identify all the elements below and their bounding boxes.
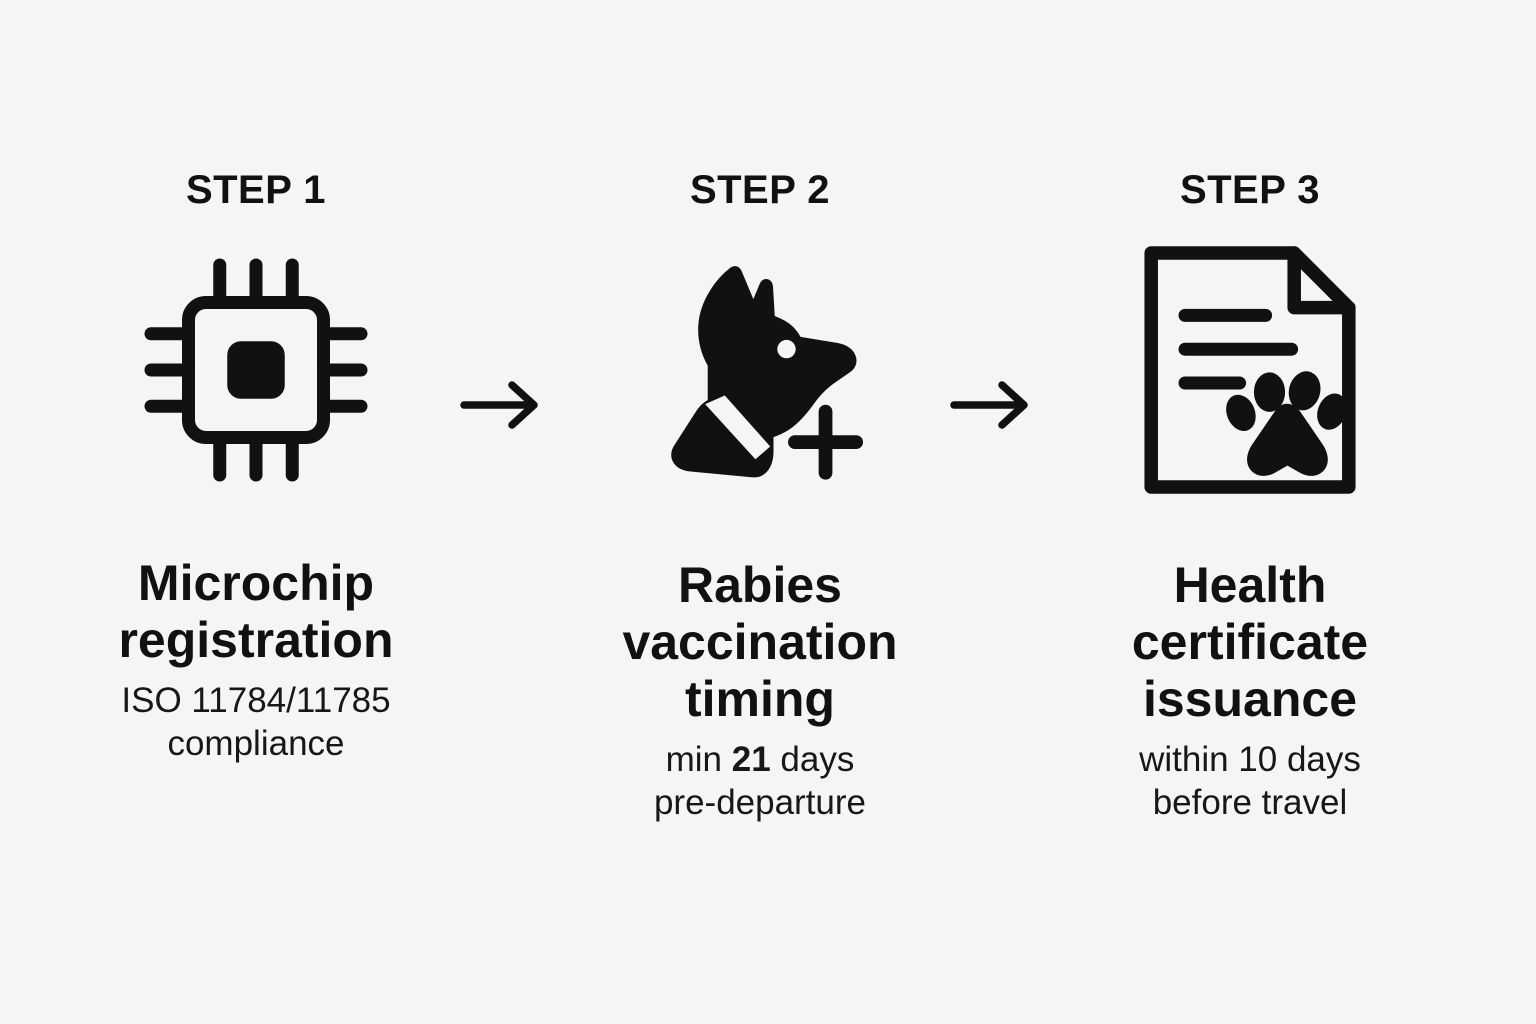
step-2-subtitle-prefix: min	[665, 740, 732, 779]
step-1-label: STEP 1	[185, 168, 327, 212]
step-2-subtitle-line-2: pre-departure	[653, 783, 867, 823]
step-2-title: Rabies vaccination timing	[622, 557, 897, 728]
step-2-subtitle-emphasis: 21	[731, 740, 771, 779]
step-3-title-line-2: certificate	[1131, 614, 1369, 670]
dog-head-vaccination-icon	[630, 232, 890, 507]
step-3-subtitle-line-1: within 10 days	[1139, 740, 1361, 779]
step-1-column: STEP 1	[36, 170, 476, 766]
step-1-title-line-1: Microchip	[137, 555, 375, 611]
step-3-title-line-1: Health	[1173, 557, 1327, 613]
step-2-title-line-2: vaccination	[622, 614, 898, 670]
step-2-subtitle: min 21 days pre-departure	[654, 738, 866, 825]
step-1-subtitle: ISO 11784/11785 compliance	[121, 679, 390, 766]
step-1-title: Microchip registration	[118, 555, 393, 669]
step-2-label: STEP 2	[689, 168, 831, 212]
step-2-subtitle-line-1: min 21 days	[654, 738, 866, 781]
step-1-subtitle-line-2: compliance	[167, 724, 345, 764]
step-3-subtitle: within 10 days before travel	[1139, 738, 1361, 825]
arrow-right-icon-1	[458, 375, 548, 435]
microchip-icon	[126, 232, 386, 507]
step-2-title-line-3: timing	[685, 671, 835, 727]
step-3-column: STEP 3	[1030, 170, 1470, 825]
step-3-label: STEP 3	[1179, 168, 1321, 212]
step-2-column: STEP 2 Rabies v	[540, 170, 980, 825]
step-3-title: Health certificate issuance	[1132, 557, 1368, 728]
step-1-title-line-2: registration	[118, 612, 394, 668]
step-3-title-line-3: issuance	[1142, 671, 1357, 727]
step-2-subtitle-suffix: days	[770, 740, 855, 779]
step-2-title-line-1: Rabies	[678, 557, 842, 613]
step-3-subtitle-line-2: before travel	[1152, 783, 1348, 823]
step-1-subtitle-line-1: ISO 11784/11785	[121, 681, 391, 720]
health-certificate-paw-icon	[1120, 232, 1380, 507]
arrow-right-icon-2	[948, 375, 1038, 435]
